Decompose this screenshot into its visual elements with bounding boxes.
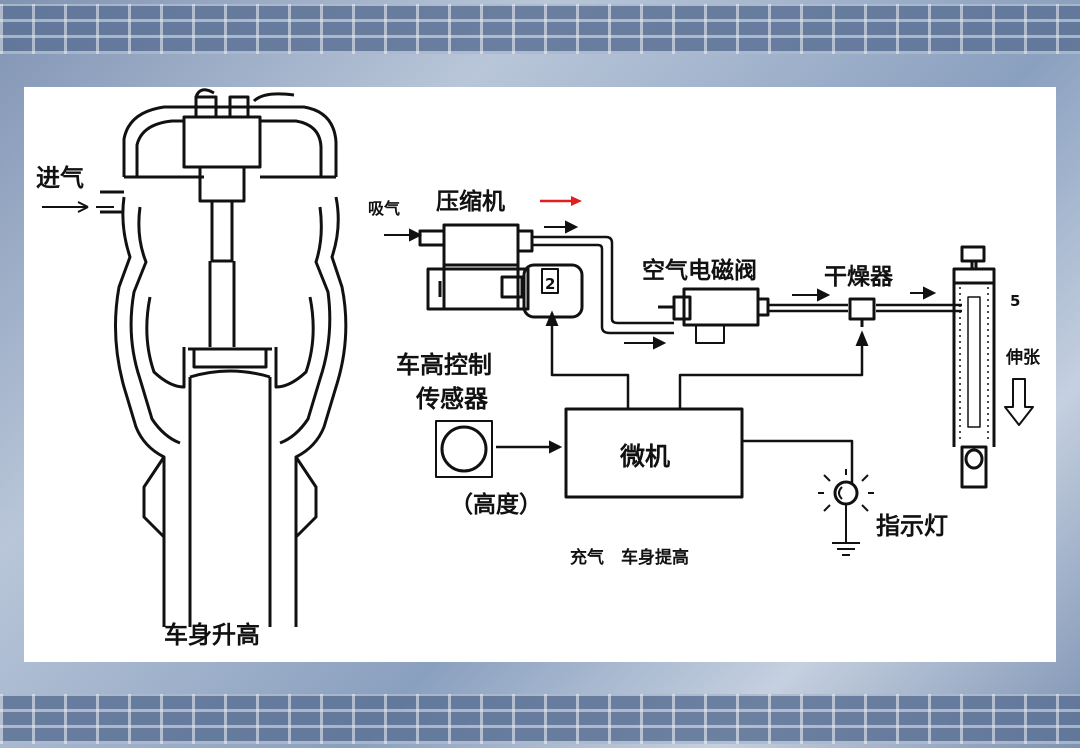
- label-compressor: 压缩机: [436, 188, 505, 215]
- microcomputer-box: [564, 407, 744, 499]
- indicator-lamp: [818, 469, 874, 556]
- label-body-raise: 车身升高: [164, 621, 260, 649]
- top-decorative-band: [0, 4, 1080, 54]
- flow-arrows: [384, 220, 937, 454]
- label-air-solenoid-valve: 空气电磁阀: [642, 257, 757, 284]
- label-suction: 吸气: [368, 199, 400, 218]
- label-height: （高度）: [450, 491, 542, 518]
- label-microcomputer: 微机: [619, 442, 670, 471]
- height-sensor: [435, 420, 493, 478]
- label-charge-lift: 充气 车身提高: [570, 547, 689, 568]
- air-suspension-diagram: 进气 吸气 压缩机 空气电磁阀 干燥器 2 5 伸张 车高控制 传感器 微机 （…: [36, 88, 1041, 649]
- air-solenoid-valve: [658, 287, 770, 344]
- compressor-unit: [418, 223, 584, 319]
- diagram-panel: 进气 吸气 压缩机 空气电磁阀 干燥器 2 5 伸张 车高控制 传感器 微机 （…: [24, 87, 1056, 662]
- label-num-2: 2: [545, 275, 555, 293]
- label-num-5: 5: [1010, 292, 1020, 310]
- red-flow-arrow: [540, 196, 582, 206]
- label-extend: 伸张: [1005, 347, 1041, 368]
- air-pipe-2: [768, 303, 962, 313]
- intake-arrows: [42, 201, 114, 213]
- dryer-block: [848, 297, 876, 321]
- air-spring-strut: [100, 88, 348, 627]
- air-cylinder: [952, 245, 996, 489]
- label-dryer: 干燥器: [824, 264, 894, 290]
- bottom-decorative-band: [0, 694, 1080, 744]
- label-height-sensor-1: 车高控制: [396, 351, 492, 379]
- signal-lines: [496, 313, 864, 483]
- label-indicator-lamp: 指示灯: [876, 512, 948, 540]
- label-height-sensor-2: 传感器: [415, 385, 489, 413]
- extend-arrow: [1004, 378, 1034, 426]
- air-pipe: [532, 235, 674, 335]
- label-intake: 进气: [36, 164, 84, 192]
